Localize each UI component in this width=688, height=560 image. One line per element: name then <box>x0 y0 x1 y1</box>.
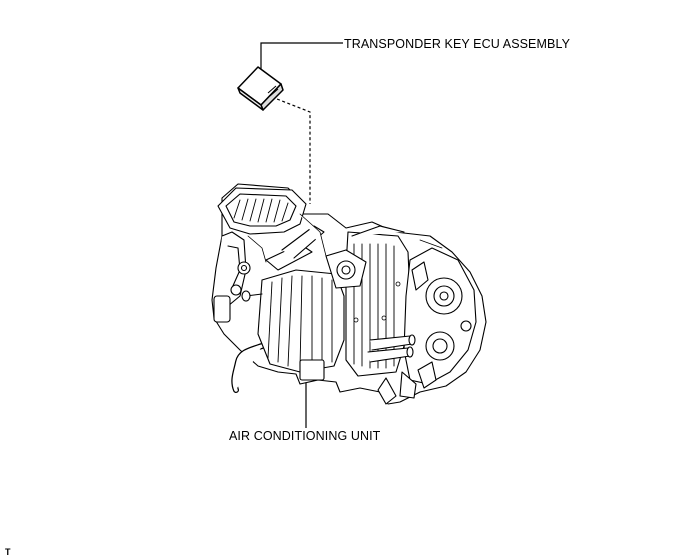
transponder-key-ecu-label: TRANSPONDER KEY ECU ASSEMBLY <box>344 37 571 51</box>
figure-code: T <box>5 547 11 557</box>
air-conditioning-unit-label: AIR CONDITIONING UNIT <box>229 429 381 443</box>
transponder-key-ecu-drawing <box>237 66 284 111</box>
air-conditioning-unit-drawing <box>211 183 487 405</box>
ecu-leader-line <box>260 42 343 76</box>
ecu-mount-dashed-line <box>271 96 311 204</box>
